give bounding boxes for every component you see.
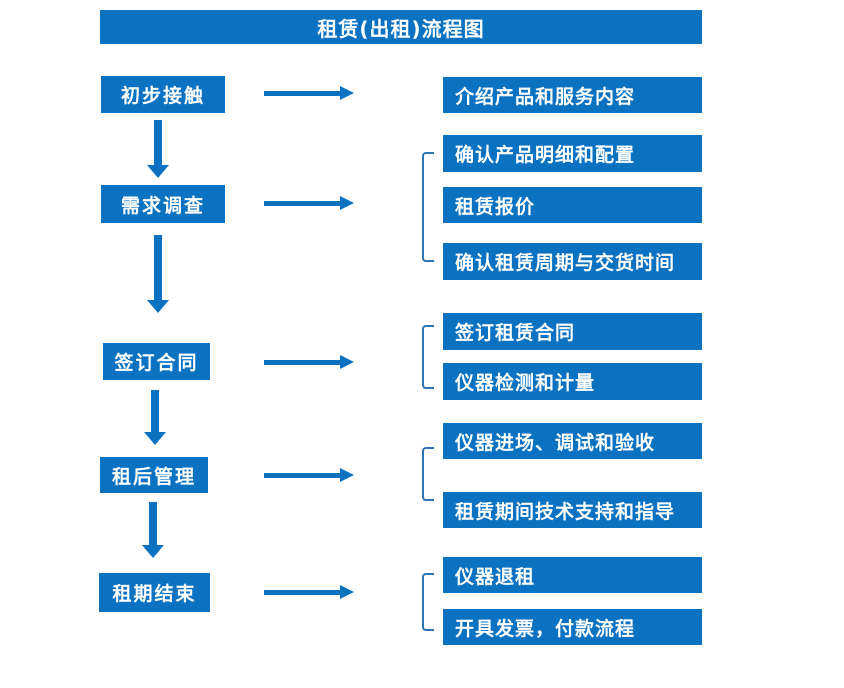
output-box-confirm-rental-period-delivery: 确认租赁周期与交货时间 (443, 243, 702, 280)
down-arrow-icon (144, 390, 166, 445)
down-arrow-shaft (154, 120, 162, 165)
down-arrow-head (144, 432, 166, 445)
output-box-instrument-testing-measurement: 仪器检测和计量 (443, 363, 702, 400)
output-box-instrument-arrival-debug-acceptance: 仪器进场、调试和验收 (443, 423, 702, 459)
output-box-rental-tech-support: 租赁期间技术支持和指导 (443, 492, 702, 528)
down-arrow-shaft (154, 235, 162, 300)
right-arrow-shaft (264, 200, 340, 206)
step-box-rental-period-end: 租期结束 (99, 573, 210, 612)
right-arrow-icon (264, 468, 354, 482)
down-arrow-icon (142, 502, 164, 558)
right-arrow-icon (264, 355, 354, 369)
output-box-intro-products-services: 介绍产品和服务内容 (443, 77, 702, 113)
down-arrow-head (147, 165, 169, 178)
step-box-post-rental-management: 租后管理 (100, 457, 208, 493)
down-arrow-shaft (149, 502, 157, 545)
flow-title: 租赁(出租)流程图 (100, 10, 702, 44)
down-arrow-head (147, 300, 169, 313)
group-bracket (422, 325, 434, 389)
down-arrow-icon (147, 235, 169, 313)
step-box-demand-survey: 需求调查 (101, 185, 225, 223)
right-arrow-head (340, 355, 354, 369)
output-box-confirm-product-details: 确认产品明细和配置 (443, 135, 702, 172)
step-box-initial-contact: 初步接触 (101, 76, 225, 113)
group-bracket (422, 573, 434, 631)
right-arrow-head (340, 86, 354, 100)
down-arrow-shaft (151, 390, 159, 432)
down-arrow-head (142, 545, 164, 558)
right-arrow-icon (264, 86, 354, 100)
output-box-instrument-return: 仪器退租 (443, 557, 702, 593)
down-arrow-icon (147, 120, 169, 178)
right-arrow-head (340, 196, 354, 210)
output-box-sign-rental-contract: 签订租赁合同 (443, 313, 702, 350)
right-arrow-icon (264, 196, 354, 210)
right-arrow-icon (264, 585, 354, 599)
right-arrow-head (340, 585, 354, 599)
output-box-rental-quote: 租赁报价 (443, 187, 702, 223)
right-arrow-shaft (264, 589, 340, 595)
group-bracket (422, 447, 434, 501)
right-arrow-head (340, 468, 354, 482)
step-box-sign-contract: 签订合同 (103, 343, 210, 380)
right-arrow-shaft (264, 359, 340, 365)
right-arrow-shaft (264, 472, 340, 478)
right-arrow-shaft (264, 90, 340, 96)
output-box-invoice-payment: 开具发票，付款流程 (443, 609, 702, 645)
group-bracket (422, 152, 434, 262)
